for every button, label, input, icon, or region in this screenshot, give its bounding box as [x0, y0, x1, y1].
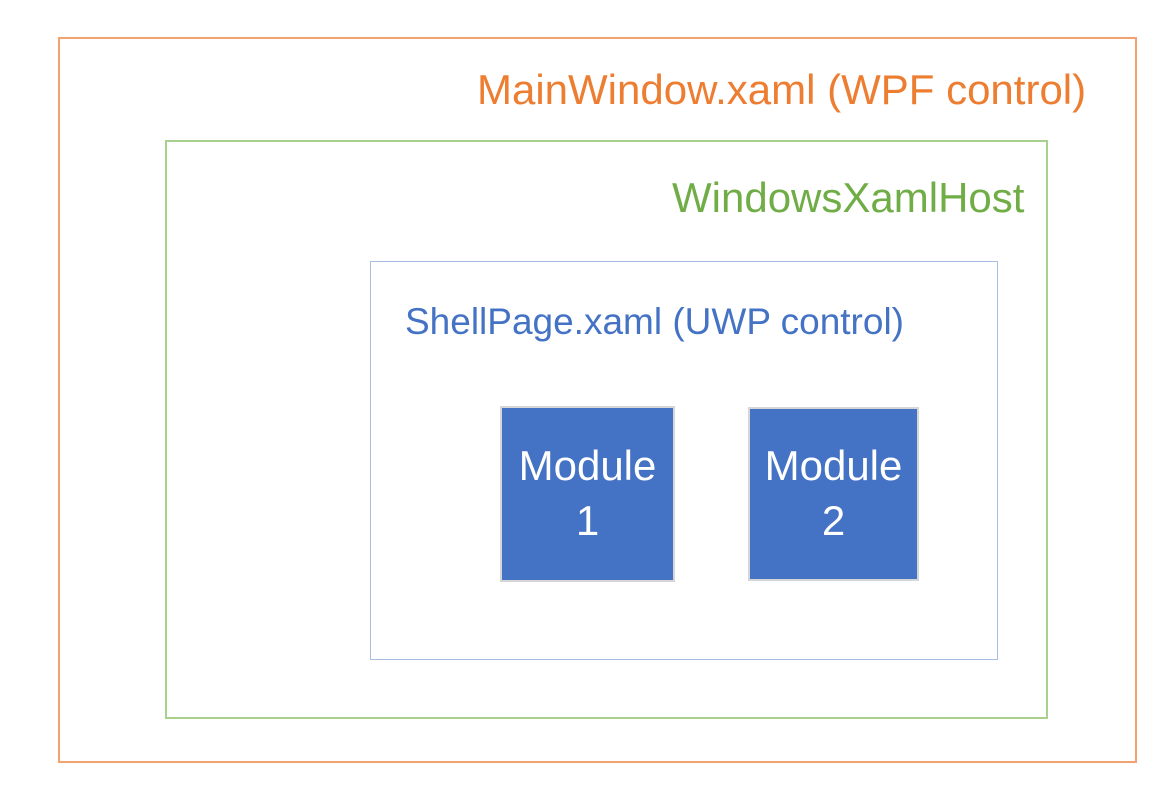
windowsxamlhost-label: WindowsXamlHost — [672, 174, 1025, 221]
windowsxamlhost-box — [165, 140, 1048, 719]
module-1-label-line2: 1 — [575, 497, 600, 544]
module-2-box: Module 2 — [748, 407, 919, 581]
shellpage-label: ShellPage.xaml (UWP control) — [405, 301, 904, 342]
module-1-box: Module 1 — [500, 406, 675, 582]
mainwindow-label: MainWindow.xaml (WPF control) — [477, 66, 1087, 113]
module-2-label-line2: 2 — [821, 497, 846, 544]
module-2-label-line1: Module — [764, 442, 903, 490]
mainwindow-wpf-box — [58, 37, 1137, 763]
module-1-label-line1: Module — [518, 442, 657, 490]
shellpage-uwp-box — [370, 261, 998, 660]
